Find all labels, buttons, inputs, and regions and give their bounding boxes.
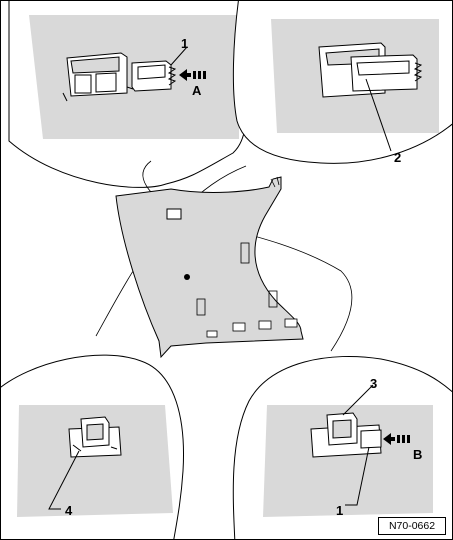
panel-slot-upper: [240, 242, 250, 264]
leader-line-3: [342, 384, 374, 416]
leader-line-4: [48, 450, 80, 510]
callout-item-2: 2: [394, 150, 402, 165]
figure-reference-code: N70-0662: [378, 517, 446, 535]
callout-item-1-top: 1: [181, 36, 189, 51]
callout-item-1-bottom: 1: [336, 503, 344, 518]
leader-line-1-bottom: [345, 446, 370, 506]
panel-bottom-clips: [206, 318, 298, 338]
leader-line-2: [365, 78, 392, 152]
callout-view-a: A: [192, 83, 202, 98]
view-arrow-a: [179, 69, 206, 81]
panel-slot-left: [196, 298, 206, 316]
detail-circle-top-left: [8, 1, 254, 188]
detail-c-background-panel: [17, 405, 173, 517]
leader-line-1-top: [170, 46, 188, 66]
clip-3-assembly: [310, 412, 382, 458]
clip-housing-a: [62, 52, 134, 102]
detail-circle-bottom-right: [232, 355, 452, 539]
callout-item-3: 3: [370, 376, 378, 391]
main-trim-panel: [115, 176, 304, 359]
panel-hole: [184, 274, 190, 280]
callout-view-b: B: [413, 447, 423, 462]
detail-d-background-panel: [263, 405, 433, 517]
clip-4-assembly: [68, 416, 122, 458]
panel-clip-location: [166, 208, 182, 220]
detail-circle-top-right: [232, 1, 452, 164]
callout-item-4: 4: [65, 503, 73, 518]
view-arrow-b: [383, 433, 410, 445]
clip-1-top: [131, 60, 177, 92]
detail-circle-bottom-left: [1, 354, 184, 539]
panel-slot-right: [268, 290, 278, 308]
